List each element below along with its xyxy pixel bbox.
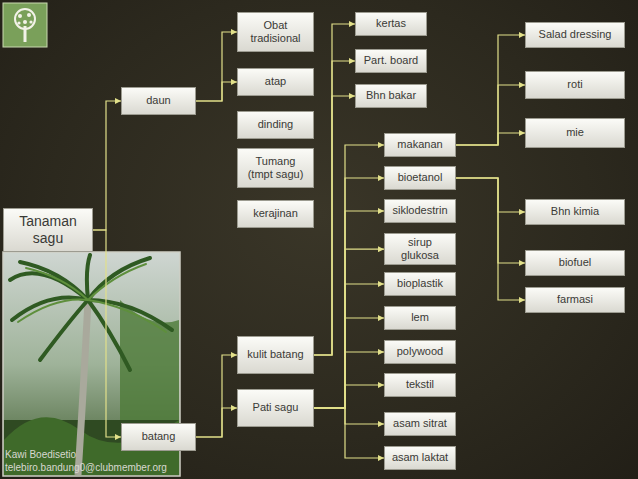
process-box: bioplastik bbox=[384, 272, 456, 296]
process-box: Bhn bakar bbox=[355, 84, 427, 108]
box-label: Obat tradisional bbox=[242, 19, 309, 45]
process-box: Obat tradisional bbox=[237, 12, 314, 52]
process-box: kertas bbox=[355, 12, 427, 36]
process-box: kerajinan bbox=[237, 200, 314, 228]
box-label: kertas bbox=[376, 17, 406, 30]
box-label: siklodestrin bbox=[392, 204, 447, 217]
connector bbox=[196, 408, 237, 437]
watermark-text: telebiro.bandung0@clubmember.org bbox=[5, 462, 167, 474]
process-box: farmasi bbox=[525, 287, 625, 313]
connector bbox=[314, 318, 384, 408]
box-label: bioplastik bbox=[397, 277, 443, 290]
connector bbox=[456, 133, 525, 145]
process-box: siklodestrin bbox=[384, 199, 456, 223]
box-label: Salad dressing bbox=[539, 28, 612, 41]
process-box: batang bbox=[121, 423, 196, 451]
connector bbox=[314, 96, 355, 355]
process-box: sirup glukosa bbox=[384, 233, 456, 265]
process-box: daun bbox=[121, 87, 196, 115]
box-label: dinding bbox=[258, 118, 293, 131]
process-box: tekstil bbox=[384, 373, 456, 397]
process-box: Bhn kimia bbox=[525, 199, 625, 225]
process-box: Salad dressing bbox=[525, 22, 625, 48]
box-label: sirup glukosa bbox=[389, 236, 451, 262]
connector bbox=[314, 249, 384, 408]
box-label: Pati sagu bbox=[253, 401, 299, 414]
process-box: asam laktat bbox=[384, 446, 456, 470]
box-label: lem bbox=[411, 311, 429, 324]
connector bbox=[314, 145, 384, 408]
box-label: Part. board bbox=[364, 54, 418, 67]
process-box: kulit batang bbox=[237, 336, 314, 374]
box-label: farmasi bbox=[557, 293, 593, 306]
palm-photo bbox=[3, 252, 180, 476]
process-box: asam sitrat bbox=[384, 412, 456, 436]
box-label: Tanaman sagu bbox=[8, 213, 88, 247]
connector bbox=[456, 178, 525, 212]
process-box: Tanaman sagu bbox=[3, 208, 93, 252]
box-label: daun bbox=[146, 94, 170, 107]
connector bbox=[196, 355, 237, 437]
connector bbox=[196, 32, 237, 101]
process-box: atap bbox=[237, 68, 314, 96]
connector bbox=[314, 211, 384, 408]
box-label: tekstil bbox=[406, 378, 434, 391]
connector bbox=[314, 61, 355, 355]
connector bbox=[314, 24, 355, 355]
box-label: Tumang (tmpt sagu) bbox=[242, 155, 309, 181]
box-label: kerajinan bbox=[253, 207, 298, 220]
box-label: biofuel bbox=[559, 256, 591, 269]
connector bbox=[93, 101, 121, 230]
connector bbox=[456, 178, 525, 263]
process-box: roti bbox=[525, 71, 625, 99]
process-box: makanan bbox=[384, 133, 456, 157]
connector bbox=[314, 408, 384, 424]
connector bbox=[314, 178, 384, 408]
connector bbox=[314, 408, 384, 458]
connector bbox=[456, 35, 525, 145]
box-label: makanan bbox=[397, 138, 442, 151]
box-label: atap bbox=[265, 75, 286, 88]
logo-icon bbox=[3, 3, 47, 47]
process-box: lem bbox=[384, 306, 456, 330]
box-label: Bhn bakar bbox=[366, 89, 416, 102]
connector bbox=[314, 352, 384, 408]
connector bbox=[196, 82, 237, 101]
box-label: roti bbox=[567, 78, 582, 91]
process-box: polywood bbox=[384, 340, 456, 364]
box-label: bioetanol bbox=[398, 171, 443, 184]
connector bbox=[314, 284, 384, 408]
process-box: dinding bbox=[237, 111, 314, 139]
process-box: bioetanol bbox=[384, 166, 456, 190]
connector bbox=[456, 85, 525, 145]
process-box: Tumang (tmpt sagu) bbox=[237, 148, 314, 188]
connector bbox=[314, 385, 384, 408]
box-label: batang bbox=[142, 430, 176, 443]
process-box: mie bbox=[525, 118, 625, 148]
box-label: polywood bbox=[397, 345, 443, 358]
connector bbox=[456, 178, 525, 300]
box-label: kulit batang bbox=[247, 348, 303, 361]
process-box: Pati sagu bbox=[237, 389, 314, 427]
process-box: biofuel bbox=[525, 250, 625, 276]
box-label: asam laktat bbox=[392, 451, 448, 464]
connector bbox=[93, 230, 121, 437]
box-label: mie bbox=[566, 126, 584, 139]
box-label: asam sitrat bbox=[393, 417, 447, 430]
process-box: Part. board bbox=[355, 49, 427, 73]
box-label: Bhn kimia bbox=[551, 205, 599, 218]
watermark-text: Kawi Boedisetio bbox=[5, 449, 76, 461]
